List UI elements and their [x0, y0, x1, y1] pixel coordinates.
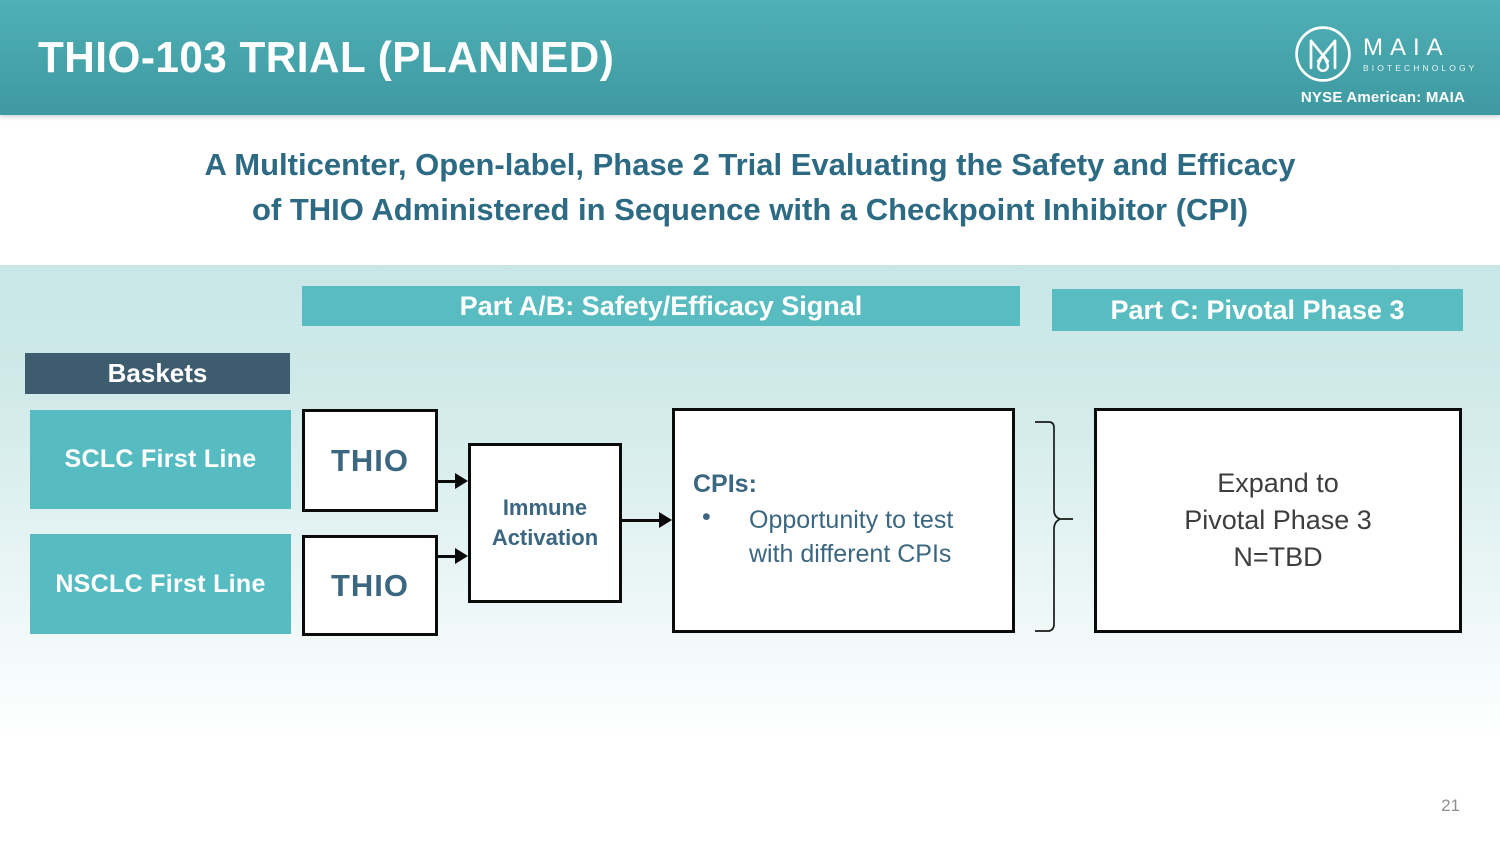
part-c-banner: Part C: Pivotal Phase 3	[1052, 289, 1463, 331]
thio-box-bottom: THIO	[302, 535, 438, 636]
curly-brace-icon	[1035, 421, 1073, 632]
immune-activation-line-1: Immune	[502, 495, 588, 520]
maia-wordmark: MAIA	[1363, 34, 1450, 61]
immune-activation-box: Immune Activation	[468, 443, 622, 603]
basket-sclc-first-line: SCLC First Line	[30, 410, 291, 509]
arrow-thio-top-line	[438, 480, 457, 483]
arrow-thio-bottom-line	[438, 555, 457, 558]
maia-logo-icon	[1295, 26, 1351, 82]
page-number: 21	[1441, 796, 1460, 815]
cpis-box: CPIs: • Opportunity to test with differe…	[672, 408, 1015, 633]
slide-title: THIO-103 TRIAL (PLANNED)	[38, 33, 615, 82]
slide-header: THIO-103 TRIAL (PLANNED) MAIA BIOTECHNOL…	[0, 0, 1500, 115]
arrow-thio-top-head-icon	[455, 473, 468, 489]
cpis-bullet-row: • Opportunity to test with different CPI…	[693, 503, 996, 571]
maia-logo: MAIA BIOTECHNOLOGY NYSE American: MAIA	[1293, 24, 1474, 106]
part-ab-banner: Part A/B: Safety/Efficacy Signal	[302, 286, 1020, 326]
arrow-immune-to-cpis-head-icon	[659, 512, 672, 528]
expand-line-1: Expand to	[1217, 468, 1339, 498]
arrow-immune-to-cpis-line	[622, 519, 660, 522]
slide-subtitle: A Multicenter, Open-label, Phase 2 Trial…	[0, 142, 1500, 232]
immune-activation-line-2: Activation	[491, 525, 599, 550]
expand-line-2: Pivotal Phase 3	[1184, 505, 1372, 535]
maia-biotechnology-label: BIOTECHNOLOGY	[1363, 63, 1478, 73]
baskets-header: Baskets	[25, 353, 290, 394]
arrow-thio-bottom-head-icon	[455, 548, 468, 564]
expand-line-3: N=TBD	[1233, 542, 1323, 572]
subtitle-line-1: A Multicenter, Open-label, Phase 2 Trial…	[204, 147, 1296, 182]
thio-box-top: THIO	[302, 409, 438, 512]
nyse-ticker: NYSE American: MAIA	[1300, 89, 1465, 106]
cpis-title: CPIs:	[693, 470, 757, 498]
expand-pivotal-box: Expand to Pivotal Phase 3 N=TBD	[1094, 408, 1462, 633]
bullet-icon: •	[702, 503, 711, 531]
basket-nsclc-first-line: NSCLC First Line	[30, 534, 291, 634]
maia-logo-row: MAIA BIOTECHNOLOGY	[1293, 24, 1474, 84]
subtitle-line-2: of THIO Administered in Sequence with a …	[251, 192, 1249, 227]
cpis-bullet-text: Opportunity to test with different CPIs	[749, 506, 954, 568]
maia-logo-texts: MAIA BIOTECHNOLOGY	[1363, 34, 1478, 74]
